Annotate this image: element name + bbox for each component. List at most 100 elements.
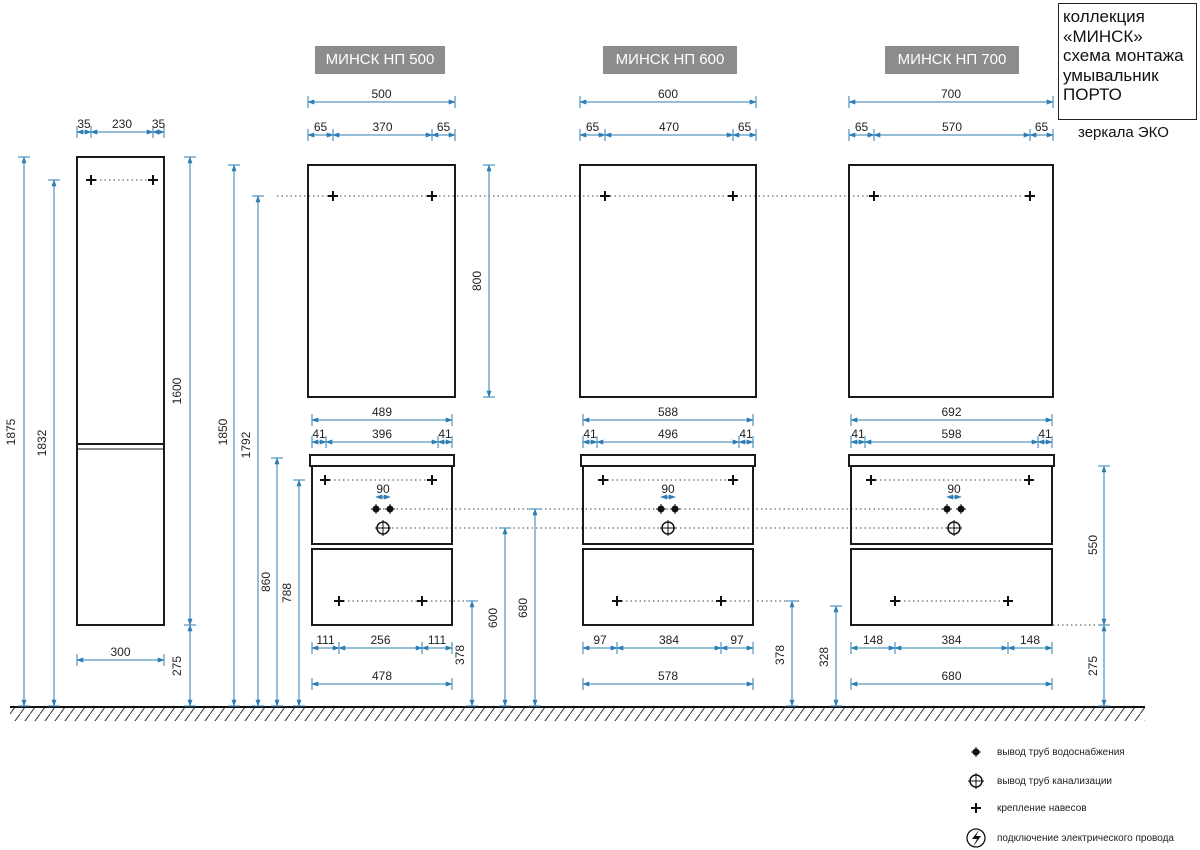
info-line: «МИНСК»: [1063, 26, 1143, 46]
mount-point-icon: [866, 475, 876, 485]
dimension-label: 478: [372, 669, 392, 683]
mount-point-icon: [417, 596, 427, 606]
dimension-label: 256: [370, 633, 390, 647]
dimension-label: 378: [773, 645, 787, 665]
legend-label-water: вывод труб водоснабжения: [997, 747, 1125, 758]
dimension-label: 384: [941, 633, 961, 647]
collection-info-box: коллекция «МИНСК» схема монтажа умывальн…: [1058, 3, 1197, 120]
mount-point-icon: [148, 175, 158, 185]
mount-point-icon: [612, 596, 622, 606]
tall-cabinet: [76, 156, 165, 626]
model-title-500: МИНСК НП 500: [315, 46, 445, 74]
dimension-label: 65: [738, 120, 752, 134]
mount-point-icon: [1024, 475, 1034, 485]
electric-icon: [966, 828, 986, 848]
mount-point-icon: [728, 191, 738, 201]
dimension-label: 65: [314, 120, 328, 134]
dimension-label: 35: [152, 117, 166, 131]
vanity-lower-drawer-2: [850, 548, 1053, 626]
dimension-label: 97: [593, 633, 607, 647]
dimension-label: 1792: [239, 431, 253, 458]
dimension-label: 111: [428, 633, 447, 647]
mount-point-icon: [320, 475, 330, 485]
sewer-outlet-icon: [660, 520, 676, 536]
water-supply-icon: [656, 504, 666, 514]
info-line: ПОРТО: [1063, 85, 1122, 104]
furniture-outlines: [76, 156, 1055, 626]
mirror-0: [307, 164, 456, 398]
dimension-label: 90: [947, 482, 961, 496]
dimension-label: 680: [516, 598, 530, 618]
dimension-label: 396: [372, 427, 392, 441]
vanity-top-0: [309, 454, 455, 467]
legend-label-mount: крепление навесов: [997, 803, 1087, 814]
dimension-label: 860: [259, 572, 273, 592]
dimension-label: 328: [817, 647, 831, 667]
dimension-label: 588: [658, 405, 678, 419]
dimension-label: 65: [855, 120, 869, 134]
mount-point-icon: [890, 596, 900, 606]
mount-point-icon: [328, 191, 338, 201]
model-title-700: МИНСК НП 700: [885, 46, 1019, 74]
dimension-label: 111: [316, 633, 335, 647]
water-supply-icon: [971, 747, 981, 757]
vanity-top-1: [580, 454, 756, 467]
dimension-label: 41: [851, 427, 865, 441]
vanity-upper-drawer-0: [311, 465, 453, 545]
mirror-2: [848, 164, 1054, 398]
mount-point-icon: [600, 191, 610, 201]
water-supply-icon: [670, 504, 680, 514]
sewer-outlet-icon: [946, 520, 962, 536]
water-supply-icon: [942, 504, 952, 514]
model-title-600: МИНСК НП 600: [603, 46, 737, 74]
vanity-lower-drawer-1: [582, 548, 754, 626]
mount-point-icon: [427, 475, 437, 485]
dimension-label: 500: [371, 87, 391, 101]
mount-point-icon: [1025, 191, 1035, 201]
dimension-label: 41: [739, 427, 753, 441]
mount-point-icon: [728, 475, 738, 485]
dimension-lines: [18, 96, 1110, 707]
water-supply-icon: [956, 504, 966, 514]
guide-lines: [91, 179, 1100, 626]
mount-point-icon: [598, 475, 608, 485]
dimension-label: 300: [110, 645, 130, 659]
mount-point-icon: [869, 191, 879, 201]
mirror-note: зеркала ЭКО: [1078, 124, 1169, 141]
electric-ring: [966, 828, 986, 848]
dimension-label: 800: [470, 271, 484, 291]
sewer-outlet-icon: [968, 773, 984, 789]
dimension-label: 378: [453, 645, 467, 665]
info-line: коллекция: [1063, 7, 1145, 26]
mount-symbols: [86, 175, 1035, 848]
dimension-label: 41: [438, 427, 452, 441]
water-supply-icon: [385, 504, 395, 514]
dimension-label: 41: [312, 427, 326, 441]
dimension-label: 275: [170, 656, 184, 676]
dimension-label: 1875: [4, 418, 18, 445]
dimension-label: 35: [77, 117, 91, 131]
mirror-1: [579, 164, 757, 398]
dimension-label: 1832: [35, 429, 49, 456]
dimension-label: 65: [437, 120, 451, 134]
dimension-label: 90: [376, 482, 390, 496]
dimension-label: 148: [1020, 633, 1040, 647]
mount-point-icon: [427, 191, 437, 201]
mount-point-icon: [971, 803, 981, 813]
vanity-top-2: [848, 454, 1055, 467]
dimension-label: 97: [730, 633, 744, 647]
dimension-label: 692: [941, 405, 961, 419]
dimension-label: 489: [372, 405, 392, 419]
vanity-upper-drawer-2: [850, 465, 1053, 545]
sewer-outlet-icon: [375, 520, 391, 536]
dimension-label: 275: [1086, 656, 1100, 676]
dimension-label: 1600: [170, 377, 184, 404]
legend-label-electric: подключение электрического провода: [997, 833, 1174, 844]
floor-hatch-fill: [10, 707, 1145, 721]
dimension-label: 148: [863, 633, 883, 647]
dimension-label: 470: [659, 120, 679, 134]
vanity-lower-drawer-0: [311, 548, 453, 626]
dimension-label: 578: [658, 669, 678, 683]
